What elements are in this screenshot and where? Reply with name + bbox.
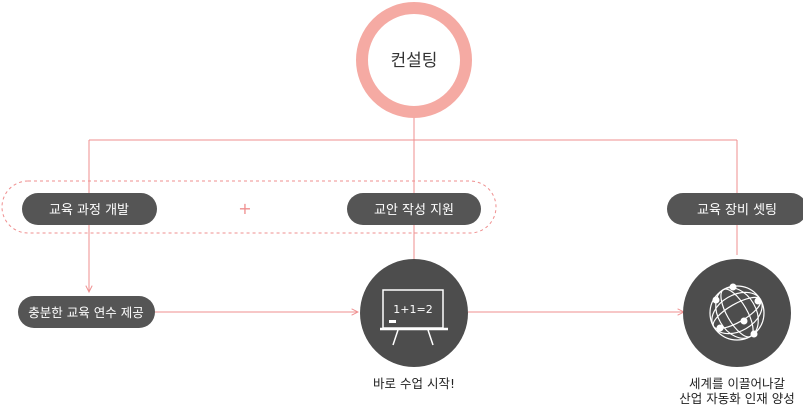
consulting-ring <box>356 2 472 118</box>
blackboard-icon <box>380 289 448 346</box>
pill-training-bg <box>18 296 155 328</box>
globe-icon <box>709 283 765 341</box>
globe-node <box>683 259 791 367</box>
class-start-label: 바로 수업 시작! <box>373 376 455 391</box>
consulting-node: 컨설팅 <box>356 2 472 118</box>
consulting-label: 컨설팅 <box>391 51 438 71</box>
pill-curriculum-label: 교육 과정 개발 <box>49 203 129 218</box>
pill-curriculum: 교육 과정 개발 <box>22 193 157 225</box>
pill-equipment-bg <box>667 193 803 225</box>
global-label-line1: 세계를 이끌어나갈 <box>689 376 785 391</box>
globe-circle <box>683 259 791 367</box>
pill-training: 충분한 교육 연수 제공 <box>18 296 155 328</box>
pill-lesson-plan-label: 교안 작성 지원 <box>374 203 454 218</box>
connectors <box>1 112 738 312</box>
dashed-group-outline <box>1 180 497 234</box>
pill-equipment-label: 교육 장비 셋팅 <box>697 203 777 218</box>
pill-curriculum-bg <box>22 193 157 225</box>
global-label-line2: 산업 자동화 인재 양성 <box>679 391 794 406</box>
pill-training-label: 충분한 교육 연수 제공 <box>28 305 143 320</box>
pill-equipment: 교육 장비 셋팅 <box>667 193 803 225</box>
blackboard-node: 1+1=2 <box>360 259 468 367</box>
blackboard-equation: 1+1=2 <box>393 303 432 316</box>
pill-lesson-plan-bg <box>347 193 481 225</box>
plus-sign: + <box>238 199 251 218</box>
pill-lesson-plan: 교안 작성 지원 <box>347 193 481 225</box>
